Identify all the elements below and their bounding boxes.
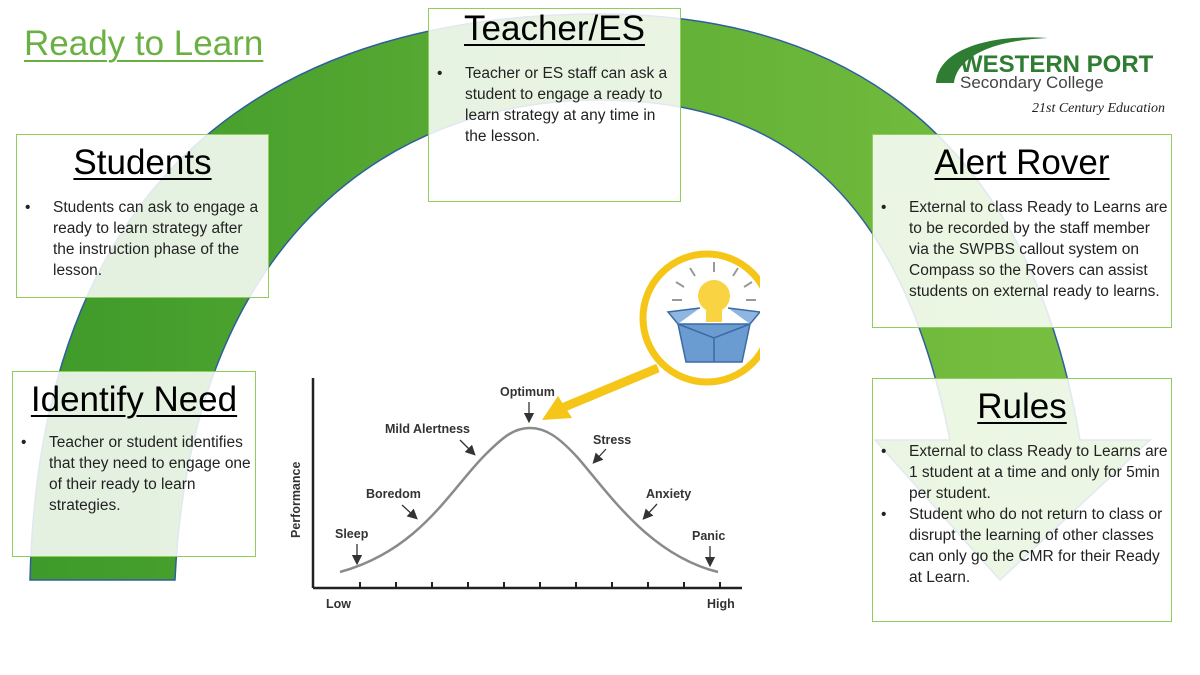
students-box: Students •Students can ask to engage a r… bbox=[16, 134, 269, 298]
alert-rover-heading: Alert Rover bbox=[934, 143, 1110, 182]
label-sleep: Sleep bbox=[335, 527, 369, 541]
label-anxiety: Anxiety bbox=[646, 487, 691, 501]
label-mild-alertness: Mild Alertness bbox=[385, 422, 470, 436]
x-high-label: High bbox=[707, 597, 735, 611]
teacher-heading: Teacher/ES bbox=[464, 9, 645, 48]
label-optimum: Optimum bbox=[500, 385, 555, 399]
lightbulb-icon bbox=[639, 250, 760, 386]
rules-bullet: •Student who do not return to class or d… bbox=[881, 506, 1163, 587]
x-ticks bbox=[359, 582, 721, 588]
label-boredom: Boredom bbox=[366, 487, 421, 501]
logo-line1: WESTERN PORT bbox=[960, 51, 1154, 78]
x-low-label: Low bbox=[326, 597, 351, 611]
y-axis-label: Performance bbox=[289, 462, 303, 538]
performance-curve bbox=[339, 426, 719, 574]
students-heading: Students bbox=[73, 143, 212, 182]
alert-rover-bullet: •External to class Ready to Learns are t… bbox=[881, 199, 1168, 301]
rules-heading: Rules bbox=[977, 387, 1067, 426]
logo-tagline: 21st Century Education bbox=[1032, 101, 1165, 116]
identify-need-bullet: •Teacher or student identifies that they… bbox=[21, 434, 251, 515]
teacher-bullet: •Teacher or ES staff can ask a student t… bbox=[437, 65, 668, 146]
page-title: Ready to Learn bbox=[24, 24, 264, 63]
students-bullet: •Students can ask to engage a ready to l… bbox=[25, 199, 259, 280]
arousal-performance-curve: Performance Low High Optimum Mild Alertn… bbox=[289, 250, 760, 611]
label-panic: Panic bbox=[692, 529, 725, 543]
school-logo: WESTERN PORT Secondary College 21st Cent… bbox=[936, 37, 1165, 116]
identify-need-box: Identify Need •Teacher or student identi… bbox=[12, 371, 256, 557]
rules-bullet: •External to class Ready to Learns are 1… bbox=[881, 443, 1168, 503]
teacher-box: Teacher/ES •Teacher or ES staff can ask … bbox=[428, 8, 681, 202]
alert-rover-box: Alert Rover •External to class Ready to … bbox=[872, 134, 1172, 328]
rules-box: Rules •External to class Ready to Learns… bbox=[872, 378, 1172, 622]
identify-need-heading: Identify Need bbox=[30, 380, 238, 419]
label-stress: Stress bbox=[593, 433, 631, 447]
logo-line2: Secondary College bbox=[960, 73, 1104, 92]
pointer-arrow bbox=[542, 363, 660, 420]
